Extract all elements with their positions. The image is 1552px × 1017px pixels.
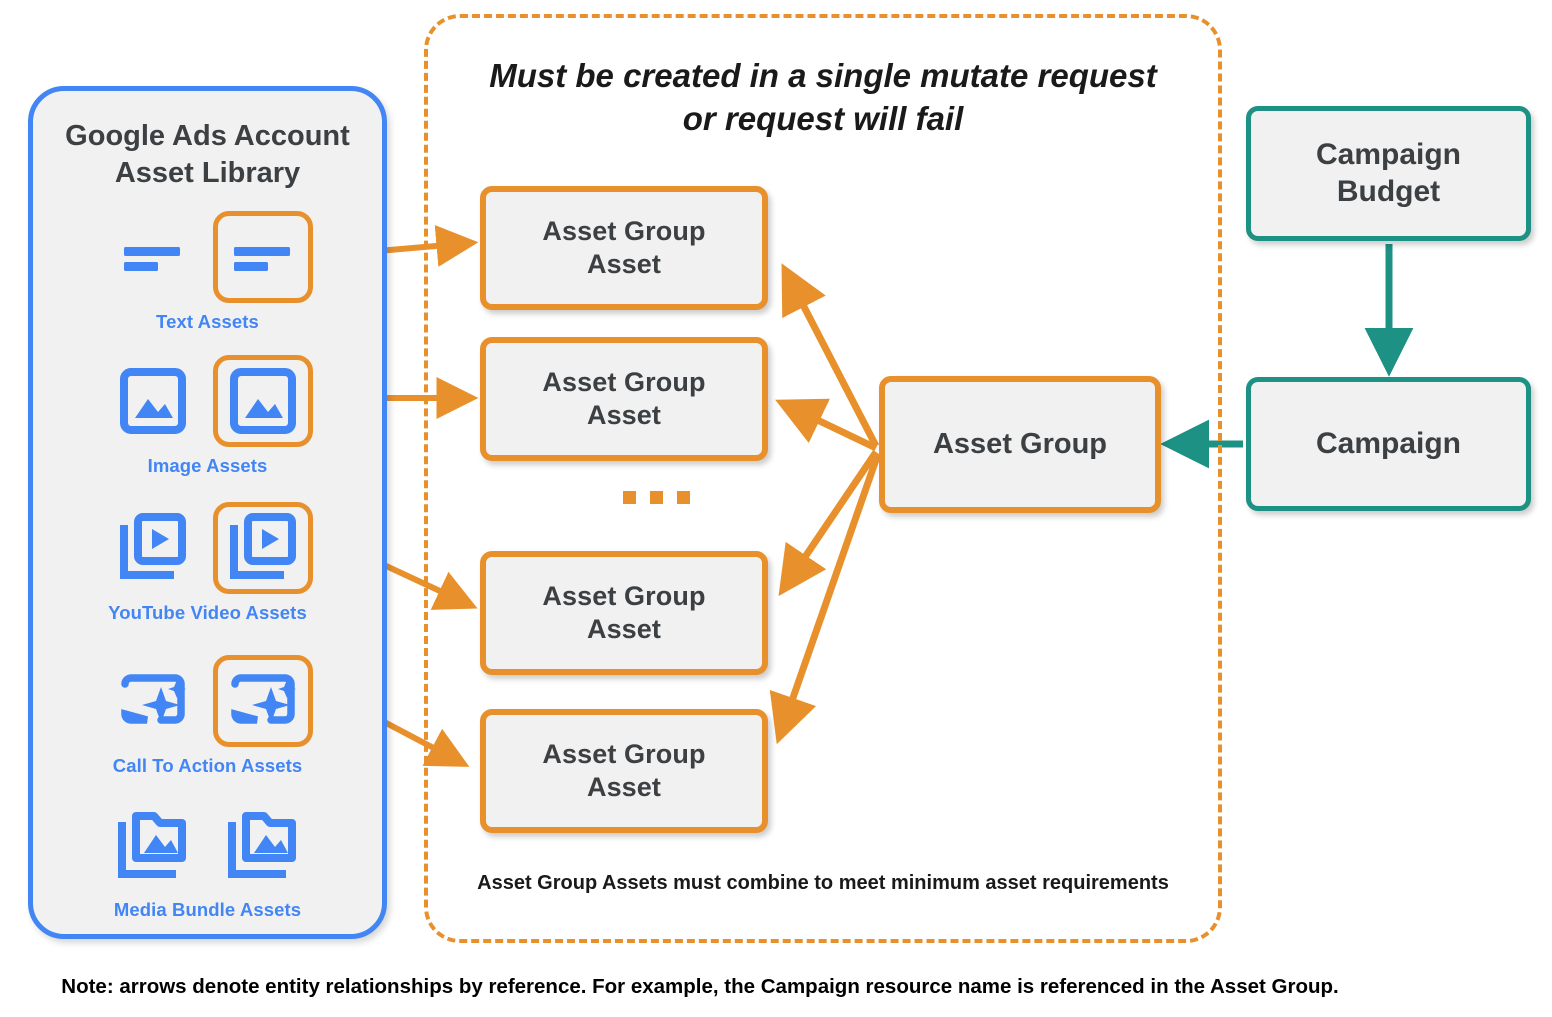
text-asset-icon [103, 211, 203, 303]
campaign-budget-box[interactable]: Campaign Budget [1246, 106, 1531, 241]
image-asset-icon-selected[interactable] [212, 355, 313, 447]
asset-row-image[interactable]: Image Assets [33, 353, 382, 477]
image-asset-icon-pair [33, 353, 382, 449]
ellipsis-indicator [623, 491, 690, 504]
campaign-label: Campaign [1315, 426, 1462, 460]
aga-3-line2: Asset [586, 614, 662, 644]
media-bundle-asset-icon [103, 799, 203, 891]
mutate-request-container [424, 14, 1222, 943]
mutate-request-footnote: Asset Group Assets must combine to meet … [477, 872, 1169, 894]
asset-group-label: Asset Group [932, 427, 1108, 460]
asset-label-image: Image Assets [147, 455, 268, 476]
youtube-video-asset-icon [103, 502, 203, 594]
media-bundle-asset-icon-2 [213, 799, 313, 891]
asset-library-title-line1: Google Ads Account [65, 120, 350, 152]
aga-2-line2: Asset [586, 400, 662, 430]
campaign-budget-line2: Budget [1336, 174, 1441, 208]
footer-note: Note: arrows denote entity relationships… [61, 975, 1339, 998]
asset-group-box[interactable]: Asset Group [879, 376, 1161, 513]
asset-label-text: Text Assets [156, 311, 259, 332]
asset-row-video[interactable]: YouTube Video Assets [33, 500, 382, 624]
asset-row-cta[interactable]: Call To Action Assets [33, 653, 382, 777]
youtube-video-asset-icon-pair [33, 500, 382, 596]
aga-1-line1: Asset Group [542, 216, 706, 247]
aga-2-line1: Asset Group [542, 367, 706, 398]
youtube-video-asset-icon-selected[interactable] [212, 502, 313, 594]
asset-group-asset-box-4[interactable]: Asset Group Asset [480, 709, 768, 833]
text-asset-icon-pair [33, 209, 382, 305]
asset-label-media-bundle: Media Bundle Assets [113, 899, 302, 920]
aga-4-line2: Asset [586, 772, 662, 802]
asset-group-asset-box-2[interactable]: Asset Group Asset [480, 337, 768, 461]
ellipsis-dot-1 [623, 491, 636, 504]
asset-label-video: YouTube Video Assets [108, 602, 307, 623]
ellipsis-dot-3 [677, 491, 690, 504]
call-to-action-asset-icon [103, 655, 203, 747]
asset-library-title: Google Ads Account Asset Library [33, 118, 382, 192]
asset-library-title-line2: Asset Library [114, 157, 301, 190]
aga-1-line2: Asset [586, 249, 662, 279]
ellipsis-dot-2 [650, 491, 663, 504]
mutate-title-line2: or request will fail [682, 99, 964, 137]
call-to-action-asset-icon-pair [33, 653, 382, 749]
aga-3-line1: Asset Group [542, 581, 706, 612]
asset-row-text[interactable]: Text Assets [33, 209, 382, 333]
campaign-budget-line1: Campaign [1315, 137, 1462, 171]
asset-label-cta: Call To Action Assets [112, 755, 303, 776]
asset-group-asset-box-1[interactable]: Asset Group Asset [480, 186, 768, 310]
text-asset-icon-selected[interactable] [212, 211, 313, 303]
call-to-action-asset-icon-selected[interactable] [212, 655, 313, 747]
asset-library-panel: Google Ads Account Asset Library [28, 86, 387, 939]
campaign-box[interactable]: Campaign [1246, 377, 1531, 511]
mutate-request-title: Must be created in a single mutate reque… [424, 55, 1222, 141]
image-asset-icon [103, 355, 203, 447]
aga-4-line1: Asset Group [542, 739, 706, 770]
mutate-title-line1: Must be created in a single mutate reque… [489, 57, 1157, 94]
media-bundle-asset-icon-pair [33, 797, 382, 893]
asset-row-media-bundle[interactable]: Media Bundle Assets [33, 797, 382, 921]
asset-group-asset-box-3[interactable]: Asset Group Asset [480, 551, 768, 675]
